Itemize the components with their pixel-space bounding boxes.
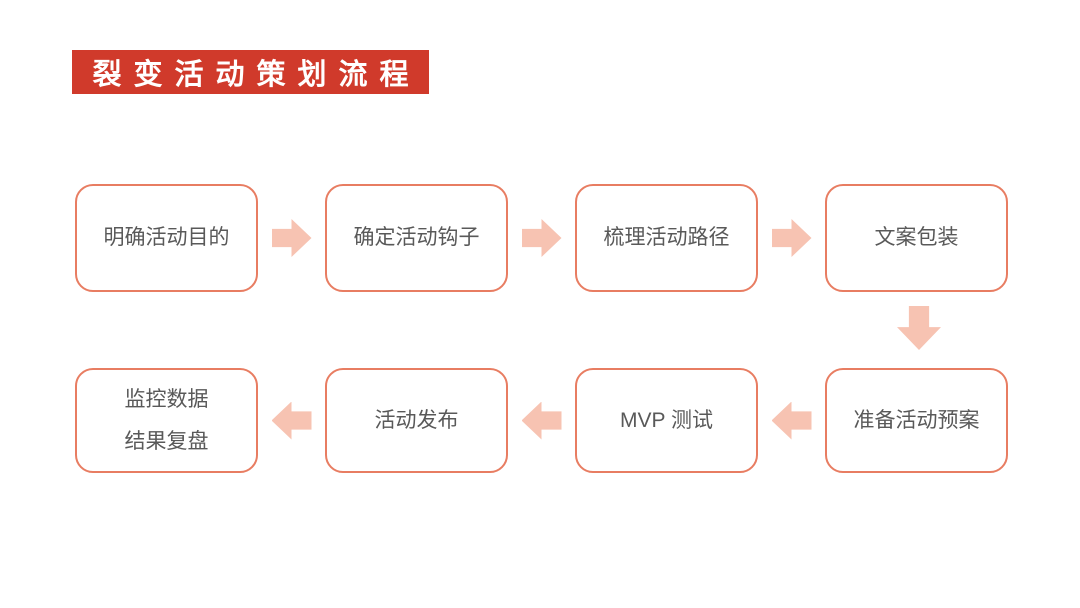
flow-step-label: 确定活动钩子 bbox=[353, 226, 480, 250]
flow-step-label: 文案包装 bbox=[874, 226, 959, 250]
flow-step-7: 活动发布 bbox=[325, 368, 508, 473]
connector-cell bbox=[508, 184, 575, 292]
flow-step-label: 监控数据 bbox=[124, 387, 209, 411]
connector-cell bbox=[508, 368, 575, 473]
flow-step-label: 梳理活动路径 bbox=[603, 226, 730, 250]
title-banner: 裂变活动策划流程 bbox=[72, 50, 429, 94]
flow-step-label: 活动发布 bbox=[374, 408, 459, 432]
flow-row-bottom: 监控数据 结果复盘 活动发布 MVP 测试 准备活动预案 bbox=[75, 368, 1008, 473]
flow-step-5: 准备活动预案 bbox=[825, 368, 1008, 473]
arrow-left-icon bbox=[271, 401, 312, 440]
flow-step-label: MVP 测试 bbox=[620, 408, 713, 432]
flow-step-2: 确定活动钩子 bbox=[325, 184, 508, 292]
flow-step-8: 监控数据 结果复盘 bbox=[75, 368, 258, 473]
flow-step-label: 结果复盘 bbox=[124, 430, 209, 453]
arrow-right-icon bbox=[271, 219, 312, 257]
connector-cell bbox=[758, 368, 825, 473]
flow-step-1: 明确活动目的 bbox=[75, 184, 258, 292]
connector-cell bbox=[258, 368, 325, 473]
page-title: 裂变活动策划流程 bbox=[92, 59, 421, 91]
arrow-down-icon bbox=[897, 306, 941, 350]
flow-step-6: MVP 测试 bbox=[575, 368, 758, 473]
arrow-right-icon bbox=[771, 219, 812, 257]
arrow-right-icon bbox=[521, 219, 562, 257]
connector-cell bbox=[758, 184, 825, 292]
flow-step-label: 明确活动目的 bbox=[103, 226, 230, 250]
connector-cell bbox=[258, 184, 325, 292]
arrow-left-icon bbox=[521, 401, 562, 440]
arrow-left-icon bbox=[771, 401, 812, 440]
flow-step-label: 准备活动预案 bbox=[853, 408, 980, 432]
flow-row-top: 明确活动目的 确定活动钩子 梳理活动路径 文案包装 bbox=[75, 184, 1008, 292]
flow-step-3: 梳理活动路径 bbox=[575, 184, 758, 292]
flow-step-4: 文案包装 bbox=[825, 184, 1008, 292]
